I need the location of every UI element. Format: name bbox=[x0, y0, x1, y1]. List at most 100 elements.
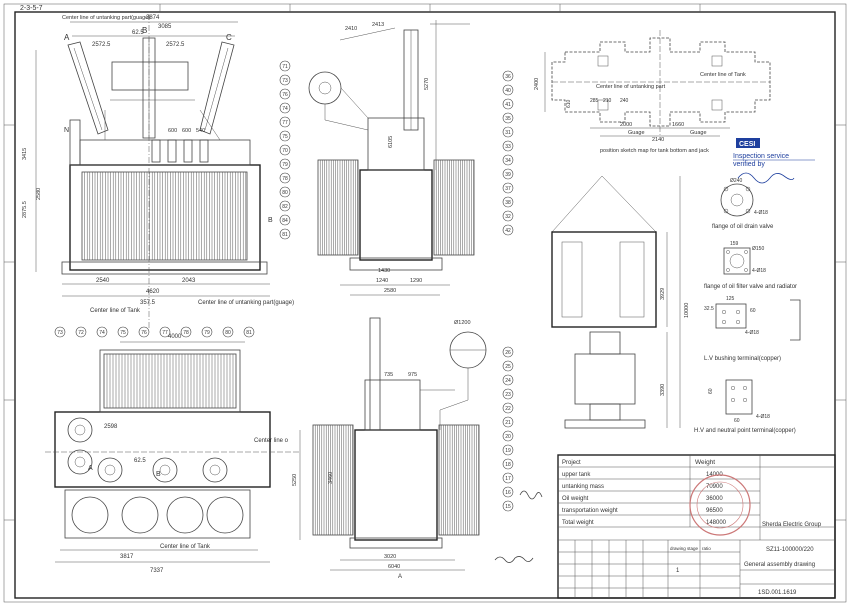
plan-dim-3817: 3817 bbox=[120, 554, 134, 560]
side2-dim-3460: 3460 bbox=[328, 472, 334, 484]
callout-bubble bbox=[502, 388, 514, 400]
front-dim-3415: 3415 bbox=[22, 148, 28, 160]
plan-fins-top bbox=[103, 353, 237, 409]
phase-label-c: C bbox=[226, 33, 232, 42]
callout-bubble bbox=[222, 326, 234, 338]
lift-view: 3929 10000 3390 bbox=[551, 175, 690, 429]
front-dim-3874: 3874 bbox=[146, 15, 160, 21]
front-tank-cover bbox=[79, 139, 251, 166]
callout-bubble bbox=[279, 74, 291, 86]
plan-dim-4000: 4000 bbox=[168, 334, 182, 340]
hv-dim-60a: 60 bbox=[708, 388, 714, 394]
callout-label: 32 bbox=[505, 214, 511, 220]
filter-dim-d150: Ø150 bbox=[752, 246, 764, 252]
neutral-label: N bbox=[64, 127, 69, 134]
tank-map-caption: position sketch map for tank bottom and … bbox=[600, 148, 709, 154]
callout-label: 71 bbox=[282, 64, 288, 70]
front-dim-2580: 2580 bbox=[36, 188, 42, 200]
callout-label: 42 bbox=[505, 228, 511, 234]
callout-bubble bbox=[279, 186, 291, 198]
callout-label: 15 bbox=[505, 504, 511, 510]
callout-bubble bbox=[502, 374, 514, 386]
callout-label: 34 bbox=[505, 158, 511, 164]
lv-dim-125: 125 bbox=[726, 296, 735, 302]
callout-label: 73 bbox=[57, 330, 63, 336]
callout-label: 76 bbox=[141, 330, 147, 336]
plan-phase-b: B bbox=[156, 471, 161, 478]
side-dim-2410: 2410 bbox=[345, 26, 357, 32]
lift-tank bbox=[551, 231, 657, 328]
side2-radiator-left bbox=[312, 424, 354, 536]
side-dim-6105: 6105 bbox=[388, 136, 394, 148]
side-radiator-right bbox=[433, 159, 475, 256]
lv-bushings bbox=[151, 139, 209, 163]
callout-label: 73 bbox=[282, 78, 288, 84]
tb-misc-ratio-val: 1 bbox=[676, 568, 680, 574]
tb-drawing-title: General assembly drawing bbox=[744, 562, 815, 568]
side2-dim-3020: 3020 bbox=[384, 554, 396, 560]
side-dim-1240: 1240 bbox=[376, 278, 388, 284]
side2-tank bbox=[354, 429, 438, 541]
map-label-untank: Center line of untanking part bbox=[596, 84, 666, 90]
callout-bubble bbox=[243, 326, 255, 338]
callout-label: 78 bbox=[183, 330, 189, 336]
callout-bubble bbox=[117, 326, 129, 338]
front-marker-b: B bbox=[268, 217, 273, 224]
side-tank-body bbox=[359, 169, 433, 261]
map-label-guage-1: Guage bbox=[628, 130, 645, 136]
callout-label: 72 bbox=[78, 330, 84, 336]
callout-bubble bbox=[279, 144, 291, 156]
tb-row-label: upper tank bbox=[562, 472, 591, 478]
side2-bushing bbox=[369, 317, 381, 431]
plan-view: 4000 2598 62.5 3817 7337 A B Center line… bbox=[45, 326, 300, 574]
callout-label: 75 bbox=[282, 134, 288, 140]
front-dim-2572-left: 2572.5 bbox=[92, 42, 111, 48]
tb-row-value: 148000 bbox=[706, 520, 727, 526]
plan-radiator-top bbox=[99, 349, 241, 413]
conservator-tank bbox=[111, 61, 189, 91]
callout-bubble bbox=[502, 182, 514, 194]
front-dim-540: 540 bbox=[196, 128, 205, 134]
lift-dim-3390: 3390 bbox=[660, 384, 666, 396]
phase-label-b: B bbox=[142, 26, 147, 35]
detail-name-hv: H.V and neutral point terminal(copper) bbox=[694, 428, 796, 434]
tb-model: SZ11-100000/220 bbox=[766, 547, 814, 553]
side2-dim-735: 735 bbox=[384, 372, 393, 378]
tb-row-label: Oil weight bbox=[562, 496, 589, 502]
tb-misc-ratio: ratio bbox=[702, 546, 711, 551]
callout-label: 36 bbox=[505, 74, 511, 80]
detail-oil-drain-flange: Ø240 4-Ø18 flange of oil drain valve bbox=[712, 178, 774, 230]
cesi-logo-box bbox=[736, 138, 760, 148]
callout-label: 74 bbox=[99, 330, 105, 336]
plan-dim-7337: 7337 bbox=[150, 568, 164, 574]
callout-bubble bbox=[502, 500, 514, 512]
side-radiator-left bbox=[317, 159, 359, 256]
filter-dim-159: 159 bbox=[730, 241, 739, 247]
cesi-logo: CESI bbox=[739, 141, 755, 148]
front-dim-2572-right: 2572.5 bbox=[166, 42, 185, 48]
approval-grid bbox=[558, 540, 835, 598]
callout-bubble bbox=[279, 172, 291, 184]
callout-label: 80 bbox=[225, 330, 231, 336]
tb-row-value: 70900 bbox=[706, 484, 723, 490]
callout-bubble bbox=[138, 326, 150, 338]
map-dim-2400: 2400 bbox=[534, 78, 540, 90]
callout-bubble bbox=[279, 214, 291, 226]
front-centerline-tank: Center line of Tank bbox=[90, 308, 141, 314]
tb-weight-header: Weight bbox=[695, 459, 715, 466]
callout-bubble bbox=[279, 158, 291, 170]
map-label-tank: Center line of Tank bbox=[700, 72, 746, 78]
detail-name-lv: L.V bushing terminal(copper) bbox=[704, 356, 781, 362]
phase-label-a: A bbox=[64, 33, 70, 42]
front-radiator-bank bbox=[81, 171, 248, 261]
detail-lv-terminal: 125 32.5 60 4-Ø18 L.V bushing terminal(c… bbox=[704, 296, 801, 362]
front-piping bbox=[104, 99, 221, 141]
callout-bubble bbox=[502, 472, 514, 484]
lv-dim-60: 60 bbox=[750, 308, 756, 314]
callout-bubble bbox=[502, 444, 514, 456]
plan-radiator-bottom bbox=[64, 489, 251, 539]
bushing-a bbox=[67, 41, 109, 135]
